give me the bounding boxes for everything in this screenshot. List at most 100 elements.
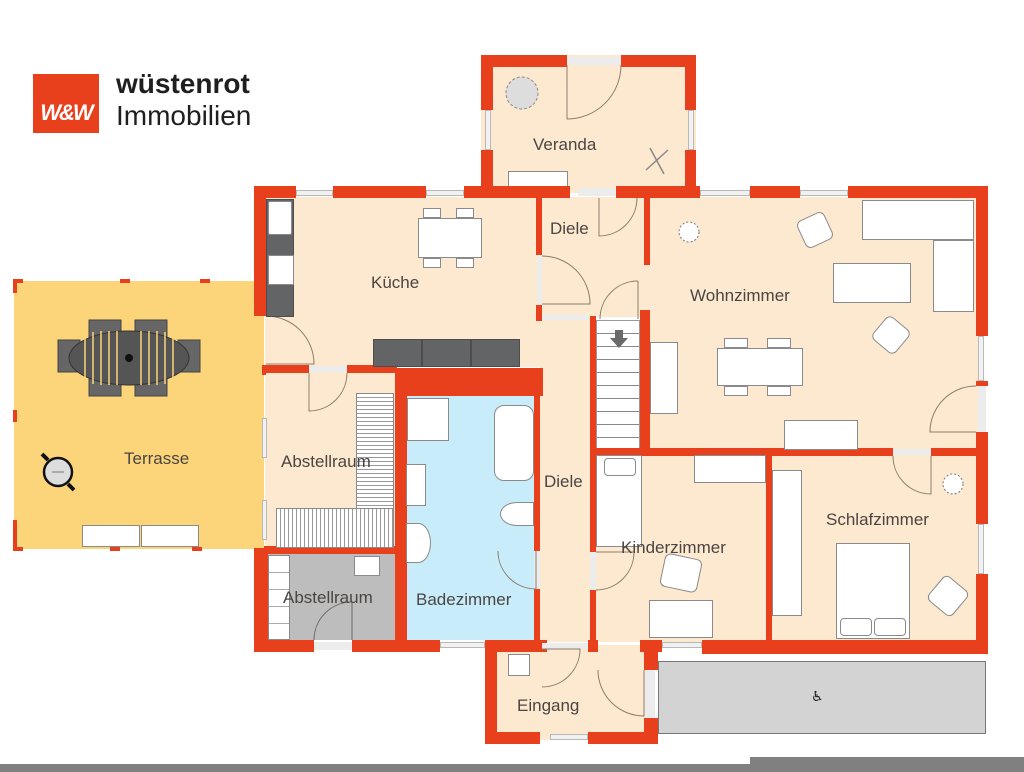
sofa [933, 240, 974, 312]
terrace-post [200, 279, 210, 283]
door-gap [537, 255, 542, 305]
window [426, 190, 464, 196]
window [296, 190, 333, 196]
wall [931, 448, 981, 456]
terrace-post [13, 279, 17, 293]
wall [254, 548, 268, 648]
label-schlafzimmer: Schlafzimmer [826, 510, 929, 529]
kitchen-cabinet [471, 339, 520, 367]
dining-set-icon [57, 319, 201, 397]
window [440, 642, 485, 648]
pillow [604, 458, 636, 476]
wall [588, 732, 658, 744]
shelf [268, 555, 290, 640]
wall [976, 186, 988, 336]
label-abstellraum-1: Abstellraum [281, 452, 371, 471]
wall [588, 640, 598, 652]
wall [254, 186, 266, 316]
lounger-1 [82, 525, 140, 547]
shelf [276, 508, 394, 548]
plant-icon [942, 473, 964, 495]
wall [976, 381, 988, 386]
sideboard [784, 420, 858, 450]
window [700, 190, 750, 196]
wall [352, 640, 440, 652]
window [485, 110, 491, 150]
coat-rack [650, 342, 678, 414]
door-arc [541, 648, 581, 688]
door-gap [542, 315, 588, 320]
door-arc [599, 280, 639, 320]
wardrobe [772, 470, 802, 616]
door-gap [542, 643, 588, 649]
wall [640, 310, 650, 454]
wall [534, 589, 540, 643]
wall [481, 150, 493, 193]
wheelchair-ramp [658, 661, 986, 734]
label-eingang: Eingang [517, 696, 580, 715]
wall [590, 590, 596, 644]
footer-bar-right [750, 757, 1024, 772]
coffee-table [833, 263, 911, 303]
door-gap [534, 551, 540, 589]
brand-subtitle: Immobilien [116, 100, 252, 131]
window [688, 110, 694, 150]
window [550, 734, 588, 740]
terrace-post [13, 410, 17, 422]
wall [685, 55, 696, 110]
wall [485, 640, 497, 744]
lounger-2 [141, 525, 199, 547]
door-gap [590, 552, 596, 590]
wall [976, 432, 988, 524]
terrace-post [120, 279, 130, 283]
wall [536, 305, 542, 321]
wall [644, 718, 658, 744]
footer-bar-left [0, 764, 760, 772]
bathtub [494, 405, 534, 481]
wall [590, 316, 596, 454]
washbasin-cabinet [406, 464, 426, 506]
pillow [874, 618, 906, 636]
terrace-post [110, 547, 120, 551]
wall [536, 197, 542, 255]
room-diele-mid [540, 317, 595, 642]
wall [347, 365, 397, 373]
wheelchair-icon: ♿ [811, 688, 824, 704]
wall [644, 197, 650, 265]
door-arc [313, 601, 353, 641]
door-arc [265, 315, 315, 365]
chair [724, 338, 748, 348]
entrance-door-gap [645, 670, 655, 718]
chair [423, 258, 441, 268]
wall-unit [508, 654, 530, 676]
logo-mark-box: W&W [33, 74, 99, 133]
kitchen-cabinet [422, 339, 471, 367]
wall [485, 640, 547, 652]
dining-table [717, 348, 803, 386]
wall [398, 550, 406, 642]
wall [395, 368, 543, 396]
washbasin [406, 523, 431, 563]
brand-name: wüstenrot [116, 68, 250, 99]
plant-icon [678, 221, 700, 243]
terrace-post [13, 520, 17, 550]
room-kueche [265, 197, 540, 367]
room-diele-top [540, 197, 648, 317]
fan-icon [645, 147, 669, 175]
kitchen-cabinet [373, 339, 422, 367]
wall [616, 186, 650, 198]
stairs-direction-arrow-icon [610, 330, 628, 348]
label-kueche: Küche [371, 273, 420, 292]
door-arc [595, 551, 635, 591]
window [978, 524, 984, 574]
wall [644, 640, 658, 670]
door-arc [597, 669, 645, 717]
window [800, 190, 848, 196]
wall [702, 640, 988, 654]
wall [976, 574, 988, 654]
door-gap [578, 188, 616, 196]
chair [724, 386, 748, 396]
wall [750, 186, 800, 198]
sofa [862, 200, 974, 240]
wall [590, 448, 893, 456]
